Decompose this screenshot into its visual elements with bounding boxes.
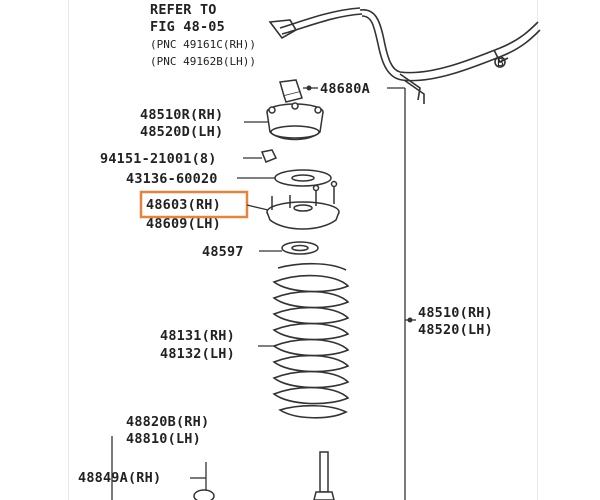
label-48820b: 48820B(RH) <box>126 414 209 430</box>
hose-tag: B <box>497 56 504 69</box>
coil-spring <box>272 262 350 419</box>
label-48520d: 48520D(LH) <box>140 124 223 140</box>
refer-line-1: REFER TO <box>150 2 217 18</box>
label-48609: 48609(LH) <box>146 216 221 232</box>
insulator <box>281 241 319 255</box>
bushing <box>193 489 215 500</box>
refer-line-4: (PNC 49162B(LH)) <box>150 55 256 68</box>
washer-plate <box>274 169 332 187</box>
label-48132: 48132(LH) <box>160 346 235 362</box>
refer-line-3: (PNC 49161C(RH)) <box>150 38 256 51</box>
label-48603: 48603(RH) <box>146 197 221 213</box>
shock-rod <box>313 451 335 500</box>
assembly-bracket <box>404 88 416 500</box>
label-48131: 48131(RH) <box>160 328 235 344</box>
label-48849a: 48849A(RH) <box>78 470 161 486</box>
refer-line-2: FIG 48-05 <box>150 19 225 35</box>
label-94151: 94151-21001(8) <box>100 151 217 167</box>
right-margin <box>537 0 600 500</box>
upper-support <box>266 102 324 141</box>
label-48510: 48510(RH) <box>418 305 493 321</box>
label-48597: 48597 <box>202 244 244 260</box>
small-nut <box>260 149 278 163</box>
label-48680a: 48680A <box>320 81 370 97</box>
spring-seat <box>266 180 340 230</box>
highlight-box-48603[interactable] <box>139 190 249 219</box>
nut-48680a <box>279 79 303 103</box>
label-48810: 48810(LH) <box>126 431 201 447</box>
label-43136: 43136-60020 <box>126 171 218 187</box>
left-margin <box>0 0 69 500</box>
label-48510r: 48510R(RH) <box>140 107 223 123</box>
brake-hose-assembly <box>268 7 541 104</box>
label-48520: 48520(LH) <box>418 322 493 338</box>
